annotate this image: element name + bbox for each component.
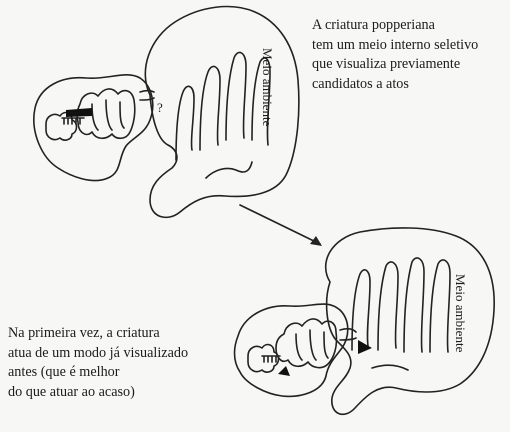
caption-bottom: Na primeira vez, a criatura atua de um m… bbox=[8, 324, 188, 402]
caption-bottom-line-2: atua de um modo já visualizado bbox=[8, 344, 188, 364]
bottom-outer-arrowhead bbox=[358, 340, 372, 354]
caption-top-line-3: que visualiza previamente bbox=[312, 55, 478, 75]
bottom-inner-arrowhead bbox=[278, 366, 290, 376]
caption-bottom-line-3: antes (que é melhor bbox=[8, 363, 188, 383]
question-mark: ? bbox=[157, 100, 163, 115]
caption-bottom-line-1: Na primeira vez, a criatura bbox=[8, 324, 188, 344]
caption-bottom-line-4: do que atuar ao acaso) bbox=[8, 383, 188, 403]
top-environment-folds bbox=[176, 52, 270, 178]
caption-top: A criatura popperiana tem um meio intern… bbox=[312, 16, 478, 94]
top-creature-body bbox=[34, 75, 153, 181]
bottom-creature-body bbox=[235, 304, 348, 396]
environment-label-bottom: Meio ambiente bbox=[453, 274, 468, 353]
caption-top-line-1: A criatura popperiana bbox=[312, 16, 478, 36]
environment-label-top: Meio ambiente bbox=[260, 48, 275, 127]
bottom-inner-environment bbox=[276, 319, 337, 368]
bottom-environment-folds bbox=[352, 258, 450, 370]
transition-arrow bbox=[240, 205, 322, 246]
top-hypothesis-marks bbox=[66, 108, 92, 117]
caption-top-line-2: tem um meio interno seletivo bbox=[312, 36, 478, 56]
top-illustration bbox=[34, 7, 299, 218]
caption-top-line-4: candidatos a atos bbox=[312, 75, 478, 95]
